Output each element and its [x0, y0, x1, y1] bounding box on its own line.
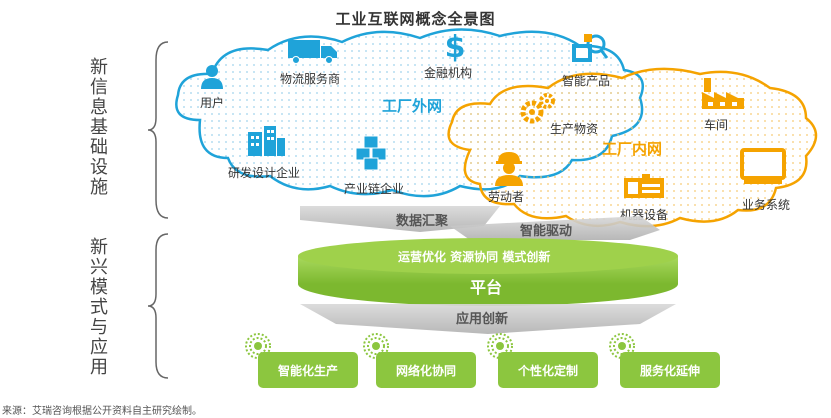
worker-icon: [495, 152, 523, 186]
side-label-char: 模: [90, 277, 108, 298]
bottom-bracket: [147, 233, 169, 379]
boxes-icon: [355, 135, 387, 170]
business-system-label: 业务系统: [742, 198, 791, 212]
rd-label: 研发设计企业: [228, 166, 301, 180]
apply-label: 应用创新: [456, 312, 509, 327]
platform-top: [298, 238, 678, 274]
top-bracket: [147, 41, 169, 219]
aggregate-label: 数据汇聚: [396, 214, 449, 229]
platform-label: 平台: [470, 278, 503, 297]
logistics-label: 物流服务商: [280, 72, 341, 86]
side-label-char: 信: [90, 77, 108, 98]
inner-network-title: 工厂内网: [602, 140, 663, 158]
outer-network-title: 工厂外网: [382, 97, 443, 115]
gears-icon: [520, 93, 555, 124]
side-label-char: 应: [90, 337, 108, 358]
platform-capabilities: 运营优化 资源协同 模式创新: [398, 250, 551, 264]
side-label-char: 础: [90, 137, 108, 158]
side-label-char: 新: [90, 57, 108, 78]
mode-network-collaboration: 网络化协同: [376, 352, 476, 388]
apply-band: [300, 304, 676, 334]
applications-label: 新兴模式与应用: [88, 238, 110, 378]
side-label-char: 与: [90, 317, 108, 338]
side-label-char: 设: [90, 157, 108, 178]
side-label-char: 息: [90, 97, 108, 118]
monitor-icon: [740, 148, 786, 184]
user-label: 用户: [200, 96, 225, 110]
materials-label: 生产物资: [550, 122, 599, 136]
side-label-char: 施: [90, 177, 108, 198]
truck-icon: [288, 40, 337, 64]
infrastructure-label: 新信息基础设施: [88, 58, 110, 198]
chain-label: 产业链企业: [344, 182, 405, 196]
side-label-char: 用: [90, 357, 108, 378]
user-icon: [201, 65, 223, 89]
mode-service-extension: 服务化延伸: [620, 352, 720, 388]
factory-icon: [702, 78, 744, 109]
smart-product-icon: [572, 34, 609, 62]
side-label-char: 兴: [90, 257, 108, 278]
aggregate-band: [300, 206, 500, 232]
drive-band: [450, 216, 660, 240]
machine-icon: [624, 174, 664, 198]
svg-text:$: $: [445, 30, 466, 62]
building-icon: [248, 126, 285, 156]
side-label-char: 式: [90, 297, 108, 318]
worker-label: 劳动者: [488, 190, 525, 204]
dollar-icon: $: [445, 30, 466, 62]
signal-icon: [609, 333, 635, 359]
workshop-label: 车间: [704, 118, 729, 132]
smart-product-label: 智能产品: [562, 74, 611, 88]
diagram-title: 工业互联网概念全景图: [335, 10, 496, 28]
side-label-char: 新: [90, 237, 108, 258]
mode-smart-production: 智能化生产: [258, 352, 358, 388]
finance-label: 金融机构: [424, 66, 473, 80]
side-label-char: 基: [90, 117, 108, 138]
mode-personalized-customization: 个性化定制: [498, 352, 598, 388]
source-note: 来源：艾瑞咨询根据公开资料自主研究绘制。: [2, 406, 202, 417]
drive-label: 智能驱动: [520, 224, 573, 239]
